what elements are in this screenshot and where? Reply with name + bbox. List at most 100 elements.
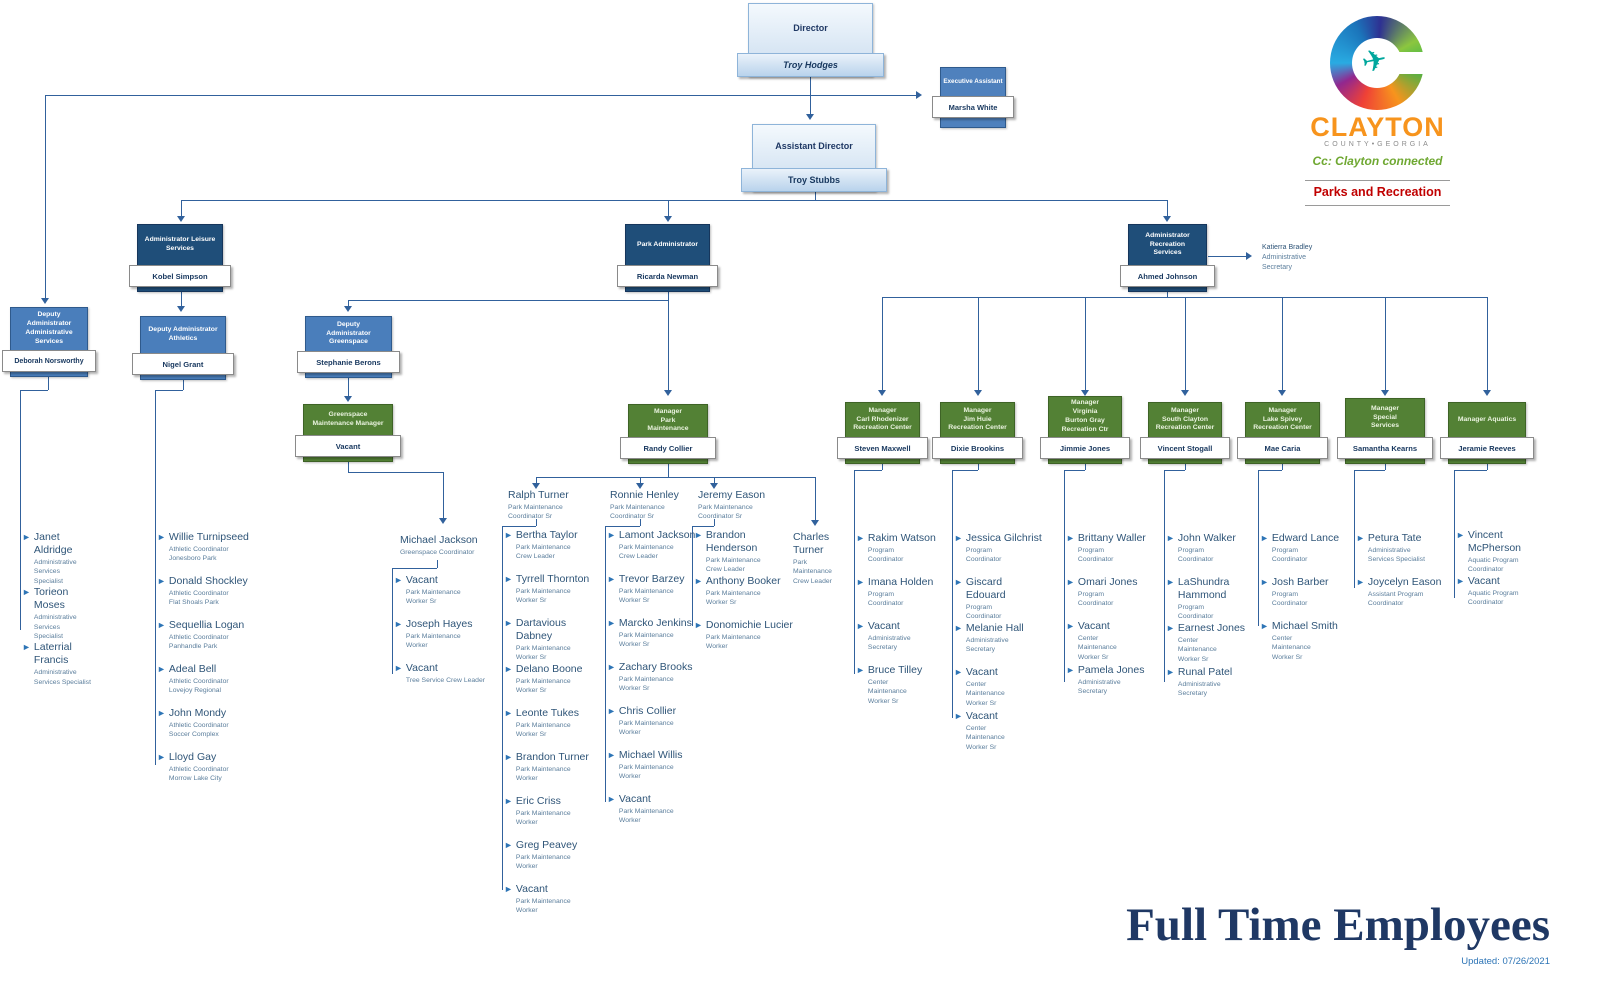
employee-role: Administrative Services Specialist bbox=[33, 669, 91, 686]
org-box-manager-burton-gray: Manager Virginia Burton Gray Recreation … bbox=[1040, 396, 1130, 464]
employee-name: Greg Peavey bbox=[515, 838, 578, 851]
org-box-name-plate: Marsha White bbox=[932, 96, 1014, 118]
coordinator-header-charles-turner: Charles Turner Park Maintenance Crew Lea… bbox=[793, 531, 845, 586]
employee-list-item: ► Petura Tate Administrative Services Sp… bbox=[1356, 532, 1444, 576]
connector-line bbox=[1185, 464, 1186, 470]
connector-line bbox=[536, 477, 537, 485]
connector-arrow bbox=[1163, 216, 1171, 222]
employee-column-ralph-turner: ► Bertha Taylor Park Maintenance Crew Le… bbox=[504, 529, 596, 927]
connector-line bbox=[181, 200, 1167, 201]
org-box-deputy-athletics: Deputy Administrator Athletics Nigel Gra… bbox=[132, 316, 234, 380]
org-box-manager-special-services: Manager Special Services Samantha Kearns bbox=[1337, 398, 1433, 464]
employee-column-athletics: ► Willie Turnipseed Athletic Coordinator… bbox=[157, 531, 252, 795]
coordinator-header-ralph-turner: Ralph Turner Park Maintenance Coordinato… bbox=[508, 489, 588, 522]
connector-line bbox=[536, 477, 815, 478]
arrow-right-icon: ► bbox=[1260, 577, 1269, 587]
org-box-name-plate: Steven Maxwell bbox=[837, 437, 928, 459]
arrow-right-icon: ► bbox=[954, 622, 963, 633]
arrow-right-icon: ► bbox=[694, 619, 703, 630]
connector-line bbox=[502, 526, 536, 527]
arrow-right-icon: ► bbox=[694, 530, 703, 540]
arrow-right-icon: ► bbox=[1066, 577, 1075, 587]
connector-line bbox=[348, 300, 349, 306]
employee-name: Donomichie Lucier bbox=[705, 618, 793, 631]
employee-role: Park Maintenance Worker Sr bbox=[515, 677, 571, 695]
employee-role: Assistant Program Coordinator bbox=[1367, 591, 1424, 608]
connector-arrow bbox=[878, 390, 886, 396]
connector-line bbox=[854, 470, 855, 674]
employee-list-item: ► Brittany Waller Program Coordinator bbox=[1066, 532, 1148, 576]
employee-list-item: ► Bruce Tilley Center Maintenance Worker… bbox=[856, 664, 938, 708]
employee-list-item: ► Jessica Gilchrist Program Coordinator bbox=[954, 532, 1042, 576]
connector-line bbox=[20, 390, 21, 630]
arrow-right-icon: ► bbox=[504, 574, 513, 584]
arrow-right-icon: ► bbox=[856, 621, 865, 631]
connector-line bbox=[183, 378, 184, 390]
org-box-manager-south-clayton: Manager South Clayton Recreation Center … bbox=[1140, 402, 1230, 464]
employee-role: Park Maintenance Worker bbox=[405, 633, 461, 650]
divider bbox=[1305, 180, 1450, 181]
employee-role: Administrative Secretary bbox=[965, 636, 1009, 654]
employee-role: Administrative Services Specialist bbox=[1367, 547, 1425, 564]
org-box-greenspace-maintenance-manager: Greenspace Maintenance Manager Vacant bbox=[295, 404, 401, 462]
employee-name: Chris Collier bbox=[618, 705, 677, 717]
employee-list-item: ► Vacant Center Maintenance Worker Sr bbox=[954, 666, 1042, 710]
org-box-title: Greenspace Maintenance Manager bbox=[312, 411, 384, 427]
brand-subtitle: COUNTY•GEORGIA bbox=[1324, 141, 1431, 148]
employee-name: Vacant bbox=[867, 620, 900, 632]
org-box-name-plate: Kobel Simpson bbox=[129, 265, 231, 287]
employee-role: Athletic Coordinator Lovejoy Regional bbox=[168, 678, 229, 695]
org-box-name-plate: Dixie Brookins bbox=[932, 437, 1023, 459]
employee-name: LaShundra Hammond bbox=[1177, 576, 1230, 601]
org-box-manager-rhodenizer: Manager Carl Rhodenizer Recreation Cente… bbox=[837, 402, 928, 464]
employee-role: Park Maintenance Coordinator Sr bbox=[610, 504, 665, 521]
employee-list-item: ► Tyrrell Thornton Park Maintenance Work… bbox=[504, 573, 596, 617]
arrow-right-icon: ► bbox=[607, 794, 616, 804]
org-box-name-plate: Ahmed Johnson bbox=[1120, 265, 1215, 287]
employee-role: Program Coordinator bbox=[1271, 591, 1308, 608]
connector-line bbox=[1487, 297, 1488, 390]
connector-arrow bbox=[636, 483, 644, 489]
employee-role: Center Maintenance Worker Sr bbox=[965, 680, 1005, 707]
connector-arrow bbox=[664, 390, 672, 396]
employee-role: Center Maintenance Worker Sr bbox=[1271, 635, 1311, 661]
employee-list-item: ► Marcko Jenkins Park Maintenance Worker… bbox=[607, 617, 699, 661]
employee-role: Program Coordinator bbox=[965, 604, 1002, 621]
employee-role: Park Maintenance Worker bbox=[515, 897, 571, 915]
employee-role: Program Coordinator bbox=[1177, 604, 1214, 621]
employee-name: Trevor Barzey bbox=[618, 573, 685, 585]
connector-line bbox=[668, 292, 669, 300]
connector-line bbox=[1385, 464, 1386, 470]
arrow-right-icon: ► bbox=[607, 662, 616, 672]
connector-line bbox=[1282, 464, 1283, 470]
connector-line bbox=[502, 526, 503, 890]
org-box-manager-aquatics: Manager Aquatics Jeramie Reeves bbox=[1440, 402, 1534, 464]
employee-list-item: ► Lamont Jackson Park Maintenance Crew L… bbox=[607, 529, 699, 573]
employee-name: Pamela Jones bbox=[1077, 664, 1145, 676]
employee-list-item: ► Giscard Edouard Program Coordinator bbox=[954, 576, 1042, 622]
employee-role: Administrative Secretary bbox=[1177, 680, 1221, 698]
arrow-right-icon: ► bbox=[394, 619, 403, 629]
org-box-title: Executive Assistant bbox=[943, 78, 1003, 86]
org-box-admin-recreation-services: Administrator Recreation Services Ahmed … bbox=[1120, 224, 1215, 292]
connector-line bbox=[1185, 297, 1186, 390]
employee-role: Park Maintenance Worker Sr bbox=[515, 721, 571, 739]
employee-role: Athletic Coordinator Soccer Complex bbox=[168, 722, 229, 739]
org-box-name-plate: Stephanie Berons bbox=[297, 351, 400, 373]
employee-column-south-clayton: ► John Walker Program Coordinator ► LaSh… bbox=[1166, 532, 1254, 710]
org-box-name-plate: Mae Caria bbox=[1237, 437, 1328, 459]
org-box-name-plate: Nigel Grant bbox=[132, 353, 234, 375]
employee-name: Janet Aldridge bbox=[33, 531, 73, 556]
employee-name: Ralph Turner bbox=[508, 489, 569, 501]
arrow-right-icon: ► bbox=[394, 663, 403, 673]
connector-line bbox=[1354, 470, 1385, 471]
arrow-right-icon: ► bbox=[1166, 622, 1175, 633]
connector-line bbox=[1282, 297, 1283, 390]
arrow-right-icon: ► bbox=[1356, 577, 1365, 587]
employee-name: Sequellia Logan bbox=[168, 619, 245, 631]
connector-line bbox=[45, 95, 916, 96]
employee-name: Katierra Bradley bbox=[1262, 244, 1313, 251]
employee-role: Center Maintenance Worker Sr bbox=[1177, 636, 1217, 663]
connector-line bbox=[155, 390, 156, 765]
